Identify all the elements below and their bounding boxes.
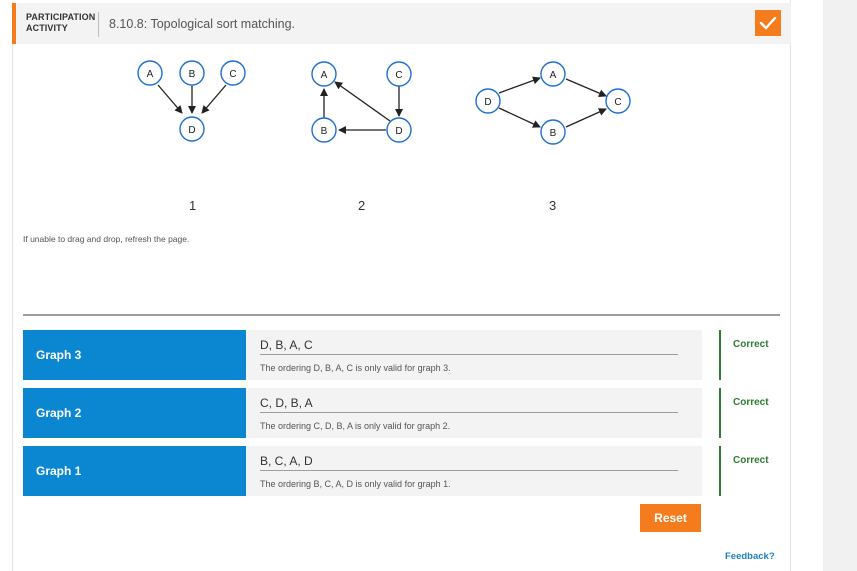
svg-text:D: D: [188, 125, 195, 136]
status-text: Correct: [733, 397, 769, 408]
activity-title: 8.10.8: Topological sort matching.: [109, 17, 295, 31]
match-row: Graph 3 D, B, A, C The ordering D, B, A,…: [23, 330, 702, 380]
card-border: [12, 44, 13, 571]
status-text: Correct: [733, 339, 769, 350]
drop-target[interactable]: C, D, B, A The ordering C, D, B, A is on…: [246, 388, 702, 438]
tile-label: Graph 2: [36, 406, 82, 420]
ordering-text: D, B, A, C: [260, 338, 313, 352]
explanation-text: The ordering B, C, A, D is only valid fo…: [260, 479, 451, 489]
edge-d-a: [334, 81, 391, 122]
drop-line: [260, 354, 678, 355]
activity-header: PARTICIPATION ACTIVITY 8.10.8: Topologic…: [12, 3, 791, 44]
svg-text:B: B: [189, 69, 196, 80]
match-row: Graph 1 B, C, A, D The ordering B, C, A,…: [23, 446, 702, 496]
edge-d-b: [498, 107, 541, 128]
feedback-link[interactable]: Feedback?: [725, 551, 775, 562]
graph-2: A C B D: [311, 61, 412, 143]
graphs-figure: A B C D A C B: [137, 60, 631, 145]
reset-button[interactable]: Reset: [640, 504, 701, 532]
drop-line: [260, 412, 678, 413]
node-d: D: [179, 116, 205, 142]
status-bar: [719, 330, 721, 380]
completion-badge: [755, 10, 781, 36]
activity-type-label: PARTICIPATION ACTIVITY: [26, 12, 96, 33]
svg-text:A: A: [321, 70, 328, 81]
svg-text:C: C: [614, 97, 621, 108]
node-d: D: [475, 88, 501, 114]
edge-d-a: [498, 76, 541, 94]
status-text: Correct: [733, 455, 769, 466]
svg-text:C: C: [229, 69, 236, 80]
drop-target[interactable]: B, C, A, D The ordering B, C, A, D is on…: [246, 446, 702, 496]
node-c: C: [220, 60, 246, 86]
edge-c-d: [201, 84, 227, 114]
node-a: A: [540, 61, 566, 87]
draggable-tile[interactable]: Graph 1: [23, 446, 246, 496]
node-a: A: [137, 60, 163, 86]
node-b: B: [540, 119, 566, 145]
node-a: A: [311, 61, 337, 87]
graph-number-3: 3: [549, 198, 557, 213]
draggable-tile[interactable]: Graph 3: [23, 330, 246, 380]
ordering-text: C, D, B, A: [260, 396, 313, 410]
svg-text:A: A: [147, 69, 154, 80]
status-bar: [719, 446, 721, 496]
svg-text:B: B: [550, 128, 557, 139]
node-d: D: [386, 117, 412, 143]
tile-label: Graph 1: [36, 464, 82, 478]
node-b: B: [179, 60, 205, 86]
svg-text:A: A: [550, 70, 557, 81]
status-indicator: Correct: [719, 330, 779, 380]
side-panel: [823, 0, 857, 571]
explanation-text: The ordering C, D, B, A is only valid fo…: [260, 421, 451, 431]
node-b: B: [311, 117, 337, 143]
svg-text:D: D: [484, 97, 491, 108]
node-c: C: [386, 61, 412, 87]
tile-label: Graph 3: [36, 348, 82, 362]
draggable-tile[interactable]: Graph 2: [23, 388, 246, 438]
edge-b-c: [565, 108, 607, 128]
explanation-text: The ordering D, B, A, C is only valid fo…: [260, 363, 451, 373]
header-divider: [98, 12, 99, 37]
edge-a-d: [157, 84, 183, 114]
graph-3: D A B C: [475, 61, 631, 145]
check-icon: [759, 16, 777, 30]
ordering-text: B, C, A, D: [260, 454, 313, 468]
svg-text:C: C: [395, 70, 402, 81]
status-indicator: Correct: [719, 388, 779, 438]
node-c: C: [605, 88, 631, 114]
match-row: Graph 2 C, D, B, A The ordering C, D, B,…: [23, 388, 702, 438]
graph-number-2: 2: [358, 198, 366, 213]
header-accent: [12, 3, 16, 44]
svg-text:B: B: [321, 126, 328, 137]
card-border: [790, 0, 791, 571]
svg-text:D: D: [395, 126, 402, 137]
drop-target[interactable]: D, B, A, C The ordering D, B, A, C is on…: [246, 330, 702, 380]
edge-a-c: [565, 78, 607, 97]
drag-drop-hint: If unable to drag and drop, refresh the …: [23, 234, 190, 244]
status-bar: [719, 388, 721, 438]
graph-1: A B C D: [137, 60, 246, 142]
status-indicator: Correct: [719, 446, 779, 496]
section-divider: [23, 314, 780, 316]
graph-number-1: 1: [189, 198, 197, 213]
drop-line: [260, 470, 678, 471]
